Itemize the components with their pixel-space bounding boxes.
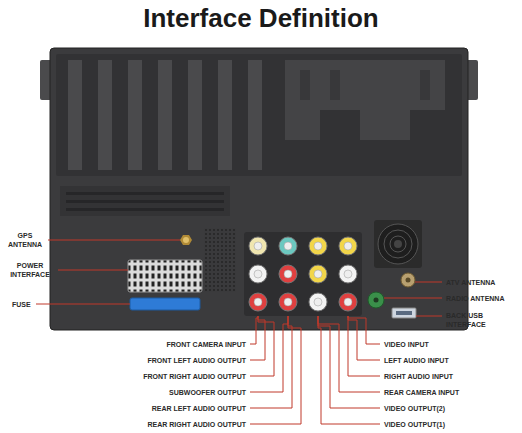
page-title: Interface Definition — [0, 2, 522, 34]
rca-jack-center — [314, 242, 322, 250]
rib-slot — [300, 70, 310, 100]
usb-port — [392, 308, 416, 318]
rca-jack-center — [314, 270, 322, 278]
leader-line — [36, 304, 130, 305]
rib — [128, 60, 142, 170]
fan-ring — [390, 236, 406, 252]
port-label: SUBWOOFER OUTPUT — [169, 388, 246, 397]
fan-frame — [374, 220, 422, 268]
leader-line — [416, 316, 442, 317]
port-label: ATV ANTENNA — [446, 278, 495, 287]
rca-jack-centers — [254, 242, 352, 306]
rca-jack-center — [284, 298, 292, 306]
rca-jack-center — [254, 242, 262, 250]
rib — [68, 60, 82, 170]
rib-slot — [330, 70, 340, 100]
fuse — [130, 298, 200, 310]
rca-jack — [309, 237, 327, 255]
vent-slot — [66, 200, 224, 203]
rca-jack-center — [284, 242, 292, 250]
leader-line — [318, 302, 380, 424]
housing — [50, 48, 468, 330]
fan-ring — [384, 230, 412, 258]
port-label: RIGHT AUDIO INPUT — [384, 372, 453, 381]
grill — [204, 228, 236, 292]
rib-slot — [420, 70, 430, 100]
fan-hub — [394, 240, 402, 248]
gps-connector-pin — [183, 237, 189, 243]
rca-jack-center — [344, 298, 352, 306]
port-label: LEFT AUDIO INPUT — [384, 356, 449, 365]
rca-jack — [279, 293, 297, 311]
port-label: FUSE — [12, 300, 31, 309]
rib — [188, 60, 202, 170]
rca-jack — [309, 293, 327, 311]
usb-port-slot — [396, 311, 412, 315]
vent-panel — [60, 186, 230, 216]
vent-slot — [66, 208, 224, 211]
rca-jack-center — [254, 298, 262, 306]
rib — [248, 60, 262, 170]
radio-antenna-pin — [374, 298, 379, 303]
rca-jack — [249, 237, 267, 255]
rca-jack — [339, 293, 357, 311]
port-label: BACK USB INTERFACE — [446, 311, 500, 329]
rca-jack-center — [344, 270, 352, 278]
rca-jack — [339, 265, 357, 283]
leader-line — [384, 298, 442, 299]
title-area: Interface Definition — [0, 0, 522, 34]
port-label: FRONT RIGHT AUDIO OUTPUT — [143, 372, 246, 381]
port-label: VIDEO INPUT — [384, 340, 429, 349]
port-label: REAR CAMERA INPUT — [384, 388, 459, 397]
port-label: VIDEO OUTPUT(1) — [384, 420, 445, 429]
port-label: FRONT LEFT AUDIO OUTPUT — [147, 356, 246, 365]
rib — [98, 60, 112, 170]
rca-jack — [309, 265, 327, 283]
port-label: REAR RIGHT AUDIO OUTPUT — [147, 420, 246, 429]
rca-jack-center — [344, 242, 352, 250]
port-label: VIDEO OUTPUT(2) — [384, 404, 445, 413]
gps-connector — [180, 235, 192, 245]
rca-jack-center — [284, 270, 292, 278]
rca-jacks — [249, 237, 357, 311]
leader-lines — [36, 240, 442, 424]
fan — [378, 224, 418, 264]
port-label: POWER INTERFACE — [3, 261, 57, 279]
rca-jack — [249, 293, 267, 311]
leader-line — [48, 240, 180, 241]
rib — [158, 60, 172, 170]
port-label: GPS ANTENNA — [3, 231, 47, 249]
rca-jack-center — [314, 298, 322, 306]
rca-jack-center — [254, 270, 262, 278]
rib-panel — [56, 54, 462, 176]
port-label: REAR LEFT AUDIO OUTPUT — [152, 404, 246, 413]
rib — [218, 60, 232, 170]
rca-jack — [249, 265, 267, 283]
rca-jack — [279, 237, 297, 255]
atv-antenna-jack — [401, 273, 415, 287]
vent-slot — [66, 192, 224, 195]
leader-line — [415, 282, 442, 283]
rca-jack — [339, 237, 357, 255]
leader-line — [58, 270, 128, 271]
leader-line — [250, 302, 301, 424]
atv-antenna-pin — [406, 278, 411, 283]
radio-antenna-jack — [368, 292, 384, 308]
rca-jack — [279, 265, 297, 283]
port-label: FRONT CAMERA INPUT — [167, 340, 246, 349]
rib-block — [285, 60, 445, 140]
port-label: RADIO ANTENNA — [446, 294, 504, 303]
rca-panel — [244, 232, 362, 316]
power-connector — [128, 260, 202, 292]
